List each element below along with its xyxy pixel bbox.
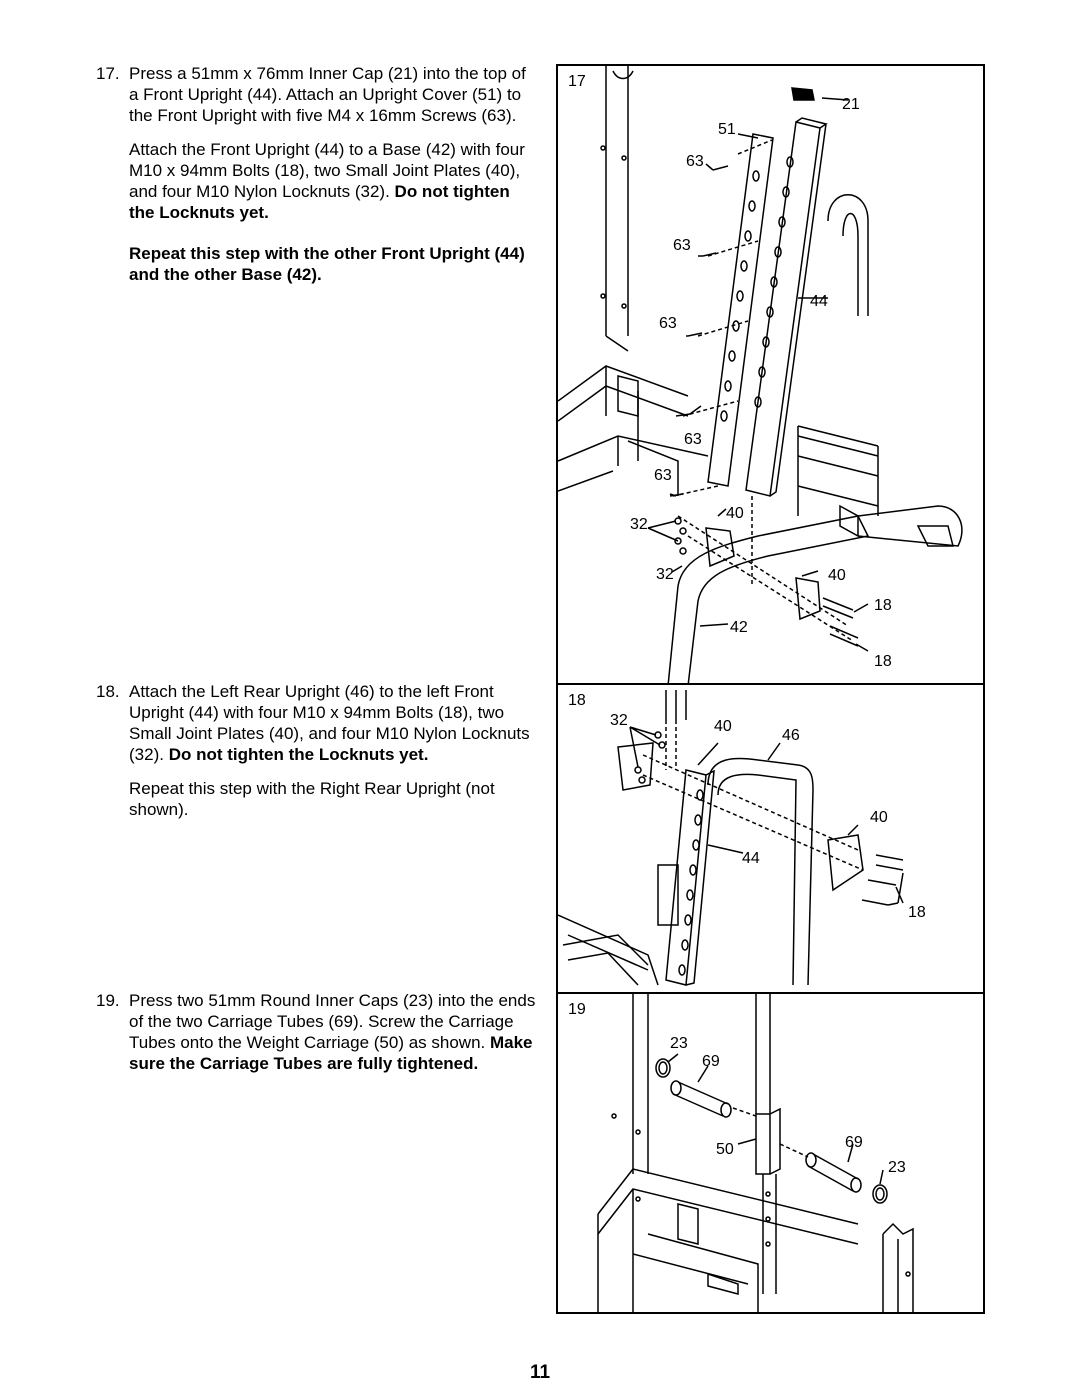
callout-63: 63 (686, 153, 704, 170)
diagram-step-label: 19 (568, 1001, 586, 1018)
callout-32: 32 (610, 712, 628, 729)
callout-32: 32 (630, 516, 648, 533)
callout-51: 51 (718, 121, 736, 138)
callout-44: 44 (810, 293, 828, 310)
step-18-text-2: Repeat this step with the Right Rear Upr… (129, 779, 495, 819)
assembly-illustration-18: 18 32 4 (558, 690, 926, 986)
callout-40: 40 (870, 809, 888, 826)
callout-18: 18 (874, 653, 892, 670)
step-number: 19. (96, 991, 120, 1010)
callout-63: 63 (684, 431, 702, 448)
diagram-step-label: 17 (568, 73, 586, 90)
callout-46: 46 (782, 727, 800, 744)
page-number: 11 (529, 1362, 551, 1383)
callout-40: 40 (714, 718, 732, 735)
callout-21: 21 (842, 96, 860, 113)
callout-18: 18 (874, 597, 892, 614)
assembly-illustration-17: 17 (558, 66, 963, 687)
diagram-step-19: 19 (556, 992, 985, 1314)
step-17-warning: Do not tighten the Locknuts yet. (129, 182, 510, 222)
step-17-text-1: Press a 51mm x 76mm Inner Cap (21) into … (129, 64, 526, 125)
step-17-repeat-note: Repeat this step with the other Front Up… (129, 244, 525, 284)
callout-50: 50 (716, 1141, 734, 1158)
step-17-text-2: Attach the Front Upright (44) to a Base … (129, 140, 525, 222)
callout-63: 63 (654, 467, 672, 484)
diagram-step-17: 17 (556, 64, 985, 687)
diagram-step-18: 18 32 4 (556, 683, 985, 994)
callout-18: 18 (908, 904, 926, 921)
step-number: 17. (96, 64, 120, 83)
diagram-step-label: 18 (568, 692, 586, 709)
step-18-text-1: Attach the Left Rear Upright (46) to the… (129, 682, 530, 764)
step-19-text-1: Press two 51mm Round Inner Caps (23) int… (129, 991, 536, 1073)
callout-63: 63 (659, 315, 677, 332)
callout-69: 69 (845, 1134, 863, 1151)
callout-63: 63 (673, 237, 691, 254)
step-19: 19. Press two 51mm Round Inner Caps (23)… (96, 990, 536, 1087)
step-18: 18. Attach the Left Rear Upright (46) to… (96, 681, 536, 833)
step-17: 17. Press a 51mm x 76mm Inner Cap (21) i… (96, 63, 536, 298)
step-number: 18. (96, 682, 120, 701)
callout-23: 23 (670, 1035, 688, 1052)
callout-44: 44 (742, 850, 760, 867)
callout-69: 69 (702, 1053, 720, 1070)
assembly-illustration-19: 19 (568, 994, 914, 1314)
callout-23: 23 (888, 1159, 906, 1176)
callout-32: 32 (656, 566, 674, 583)
callout-40: 40 (828, 567, 846, 584)
step-18-warning: Do not tighten the Locknuts yet. (168, 745, 429, 764)
step-19-warning: Make sure the Carriage Tubes are fully t… (129, 1033, 533, 1073)
callout-42: 42 (730, 619, 748, 636)
callout-40: 40 (726, 505, 744, 522)
